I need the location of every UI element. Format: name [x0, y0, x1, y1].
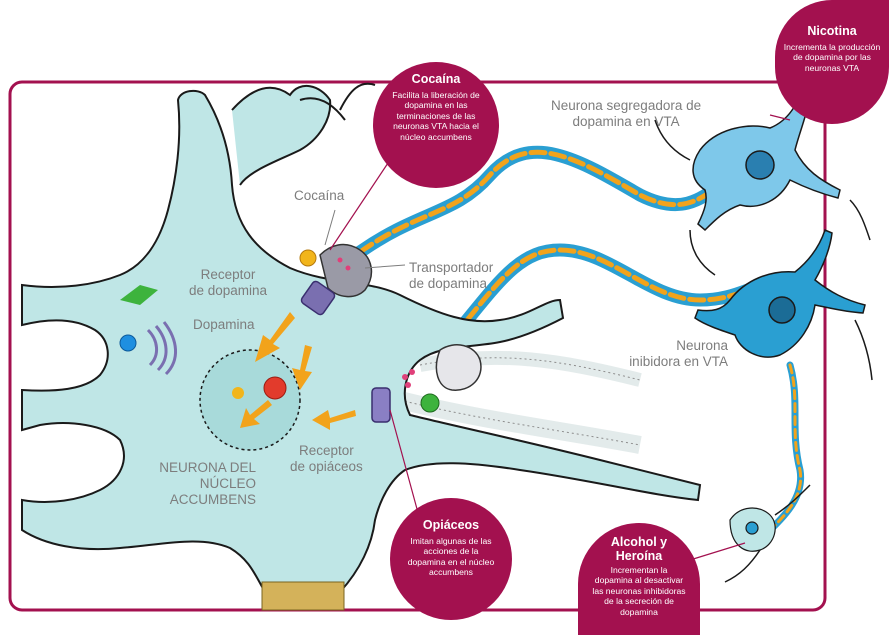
callout-cocaina-line: Facilita la liberación de: [373, 90, 499, 100]
callout-cocaina-line: terminaciones de las: [373, 111, 499, 121]
callout-opiaceos-title: Opiáceos: [390, 518, 512, 532]
blue-molecule: [120, 335, 136, 351]
label-receptor-dopamina-line2: de dopamina: [189, 283, 267, 299]
label-transportador: Transportador de dopamina: [409, 260, 493, 292]
callout-alcohol-line: dopamina: [578, 607, 700, 617]
callout-cocaina: Cocaína Facilita la liberación de dopami…: [373, 62, 499, 188]
callout-alcohol-line: Incrementan la: [578, 565, 700, 575]
label-vta-seg-line1: Neurona segregadora de: [551, 98, 701, 114]
callout-opiaceos: Opiáceos Imitan algunas de las acciones …: [390, 498, 512, 620]
label-receptor-dopamina: Receptor de dopamina: [189, 267, 267, 299]
callout-opiaceos-text: Imitan algunas de las acciones de la dop…: [390, 536, 512, 578]
label-cocaina-text: Cocaína: [294, 188, 344, 203]
callout-opiaceos-line: acciones de la: [390, 546, 512, 556]
callout-opiaceos-line: accumbens: [390, 567, 512, 577]
inhibitory-terminal: [436, 345, 481, 390]
label-cocaina: Cocaína: [294, 188, 344, 204]
callout-nicotina: Nicotina Incrementa la producción de dop…: [775, 0, 889, 124]
callout-cocaina-line: neuronas VTA hacia el: [373, 121, 499, 131]
label-neurona-accumbens: NEURONA DEL NÚCLEO ACCUMBENS: [153, 460, 256, 508]
callout-alcohol-line: de la secreción de: [578, 596, 700, 606]
label-receptor-opiaceos: Receptor de opiáceos: [290, 443, 363, 475]
label-accumbens-line1: NEURONA DEL: [153, 460, 256, 476]
callout-alcohol-line: las neuronas inhibidoras: [578, 586, 700, 596]
callout-cocaina-line: núcleo accumbens: [373, 132, 499, 142]
callout-nicotina-line: Incrementa la producción: [775, 42, 889, 52]
label-transportador-line2: de dopamina: [409, 276, 493, 292]
callout-alcohol-title-line2: Heroína: [578, 549, 700, 563]
dopamine-molecule-a: [232, 387, 244, 399]
label-accumbens-line3: ACCUMBENS: [153, 492, 256, 508]
label-dopamina: Dopamina: [193, 317, 255, 333]
label-vta-seg-line2: dopamina en VTA: [551, 114, 701, 130]
label-dopamina-text: Dopamina: [193, 317, 255, 332]
callout-opiaceos-line: dopamina en el núcleo: [390, 557, 512, 567]
green-molecule: [421, 394, 439, 412]
callout-cocaina-text: Facilita la liberación de dopamina en la…: [373, 90, 499, 142]
label-vta-inh-line1: Neurona: [620, 338, 728, 354]
nucleus: [200, 350, 300, 450]
label-receptor-opiaceos-line2: de opiáceos: [290, 459, 363, 475]
red-molecule: [264, 377, 286, 399]
callout-alcohol-text: Incrementan la dopamina al desactivar la…: [578, 565, 700, 617]
callout-alcohol-heroina: Alcohol y Heroína Incrementan la dopamin…: [578, 523, 700, 635]
label-neurona-vta-inhibidora: Neurona inibidora en VTA: [620, 338, 728, 370]
label-transportador-line1: Transportador: [409, 260, 493, 276]
small-inhibitory-neuron: [730, 508, 775, 551]
callout-cocaina-line: dopamina en las: [373, 100, 499, 110]
label-receptor-opiaceos-line1: Receptor: [290, 443, 363, 459]
axon-hillock-base: [262, 582, 344, 610]
label-neurona-vta-segregadora: Neurona segregadora de dopamina en VTA: [551, 98, 701, 130]
cocaine-molecule: [300, 250, 316, 266]
callout-nicotina-line: neuronas VTA: [775, 63, 889, 73]
callout-nicotina-title: Nicotina: [775, 24, 889, 38]
opiate-receptor: [372, 388, 390, 422]
label-accumbens-line2: NÚCLEO: [153, 476, 256, 492]
callout-alcohol-line: dopamina al desactivar: [578, 575, 700, 585]
label-vta-inh-line2: inibidora en VTA: [620, 354, 728, 370]
callout-nicotina-text: Incrementa la producción de dopamina por…: [775, 42, 889, 73]
callout-opiaceos-line: Imitan algunas de las: [390, 536, 512, 546]
label-receptor-dopamina-line1: Receptor: [189, 267, 267, 283]
callout-nicotina-line: de dopamina por las: [775, 52, 889, 62]
